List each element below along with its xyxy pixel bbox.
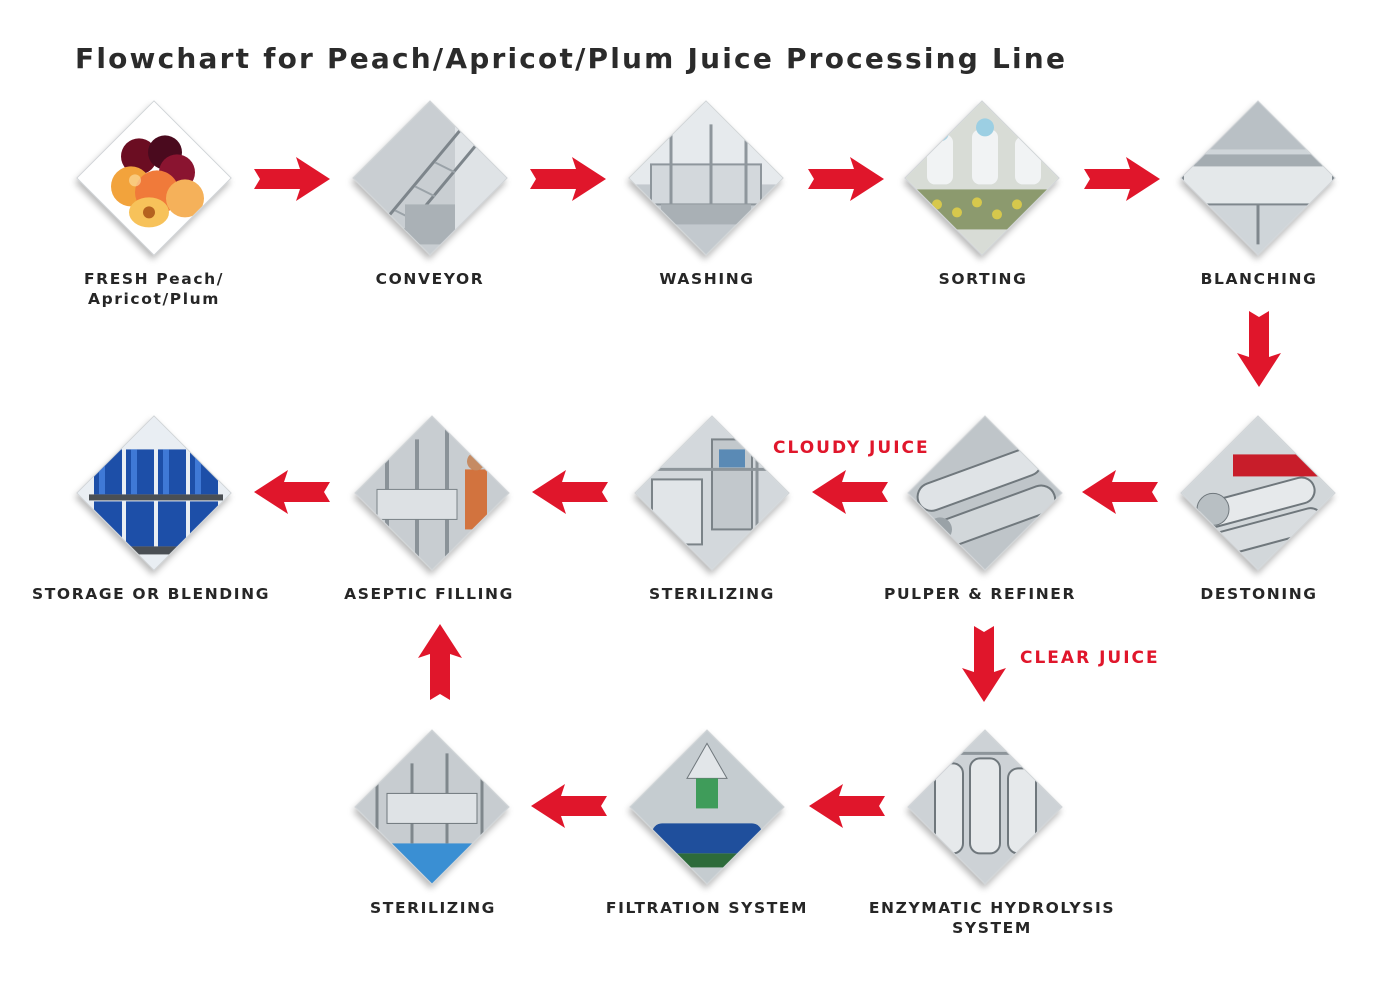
step-pulper-refiner-image: [907, 415, 1063, 571]
arrow-left-icon: [1082, 470, 1158, 514]
step-sterilizing-clear-image: [354, 729, 510, 885]
label-conveyor: CONVEYOR: [375, 270, 485, 288]
label-sorting: SORTING: [938, 270, 1028, 288]
arrow-left-icon: [812, 470, 888, 514]
arrow-right-icon: [808, 157, 884, 201]
arrow-right-icon: [530, 157, 606, 201]
step-enzymatic-image: [907, 729, 1063, 885]
step-aseptic-filling-image: [354, 415, 510, 571]
branch-label-cloudy: CLOUDY JUICE: [773, 438, 930, 458]
step-fresh-fruit-image: [76, 100, 232, 256]
label-aseptic: ASEPTIC FILLING: [344, 585, 514, 603]
step-filtration-image: [629, 729, 785, 885]
step-sterilizing-cloudy-image: [634, 415, 790, 571]
arrow-left-icon: [254, 470, 330, 514]
label-storage: STORAGE OR BLENDING: [31, 585, 271, 603]
label-sterilizing-clear: STERILIZING: [370, 899, 496, 917]
step-sorting-image: [904, 100, 1060, 256]
arrow-right-icon: [254, 157, 330, 201]
arrow-right-icon: [1084, 157, 1160, 201]
label-washing: WASHING: [659, 270, 755, 288]
arrow-left-icon: [531, 784, 607, 828]
label-enzymatic: ENZYMATIC HYDROLYSIS SYSTEM: [868, 899, 1116, 937]
branch-label-clear: CLEAR JUICE: [1020, 648, 1160, 668]
arrow-left-icon: [809, 784, 885, 828]
step-blanching-image: [1180, 100, 1336, 256]
label-pulper: PULPER & REFINER: [884, 585, 1076, 603]
label-sterilizing-cloudy: STERILIZING: [649, 585, 775, 603]
arrow-up-icon: [418, 624, 462, 700]
step-destoning-image: [1180, 415, 1336, 571]
page-title: Flowchart for Peach/Apricot/Plum Juice P…: [75, 42, 1068, 75]
arrow-left-icon: [532, 470, 608, 514]
step-conveyor-image: [352, 100, 508, 256]
label-destoning: DESTONING: [1200, 585, 1318, 603]
arrow-down-icon: [962, 626, 1006, 702]
arrow-down-icon: [1237, 311, 1281, 387]
label-fresh: FRESH Peach/ Apricot/Plum: [83, 270, 225, 308]
step-storage-image: [76, 415, 232, 571]
label-filtration: FILTRATION SYSTEM: [605, 899, 809, 917]
label-blanching: BLANCHING: [1200, 270, 1318, 288]
step-washing-image: [628, 100, 784, 256]
